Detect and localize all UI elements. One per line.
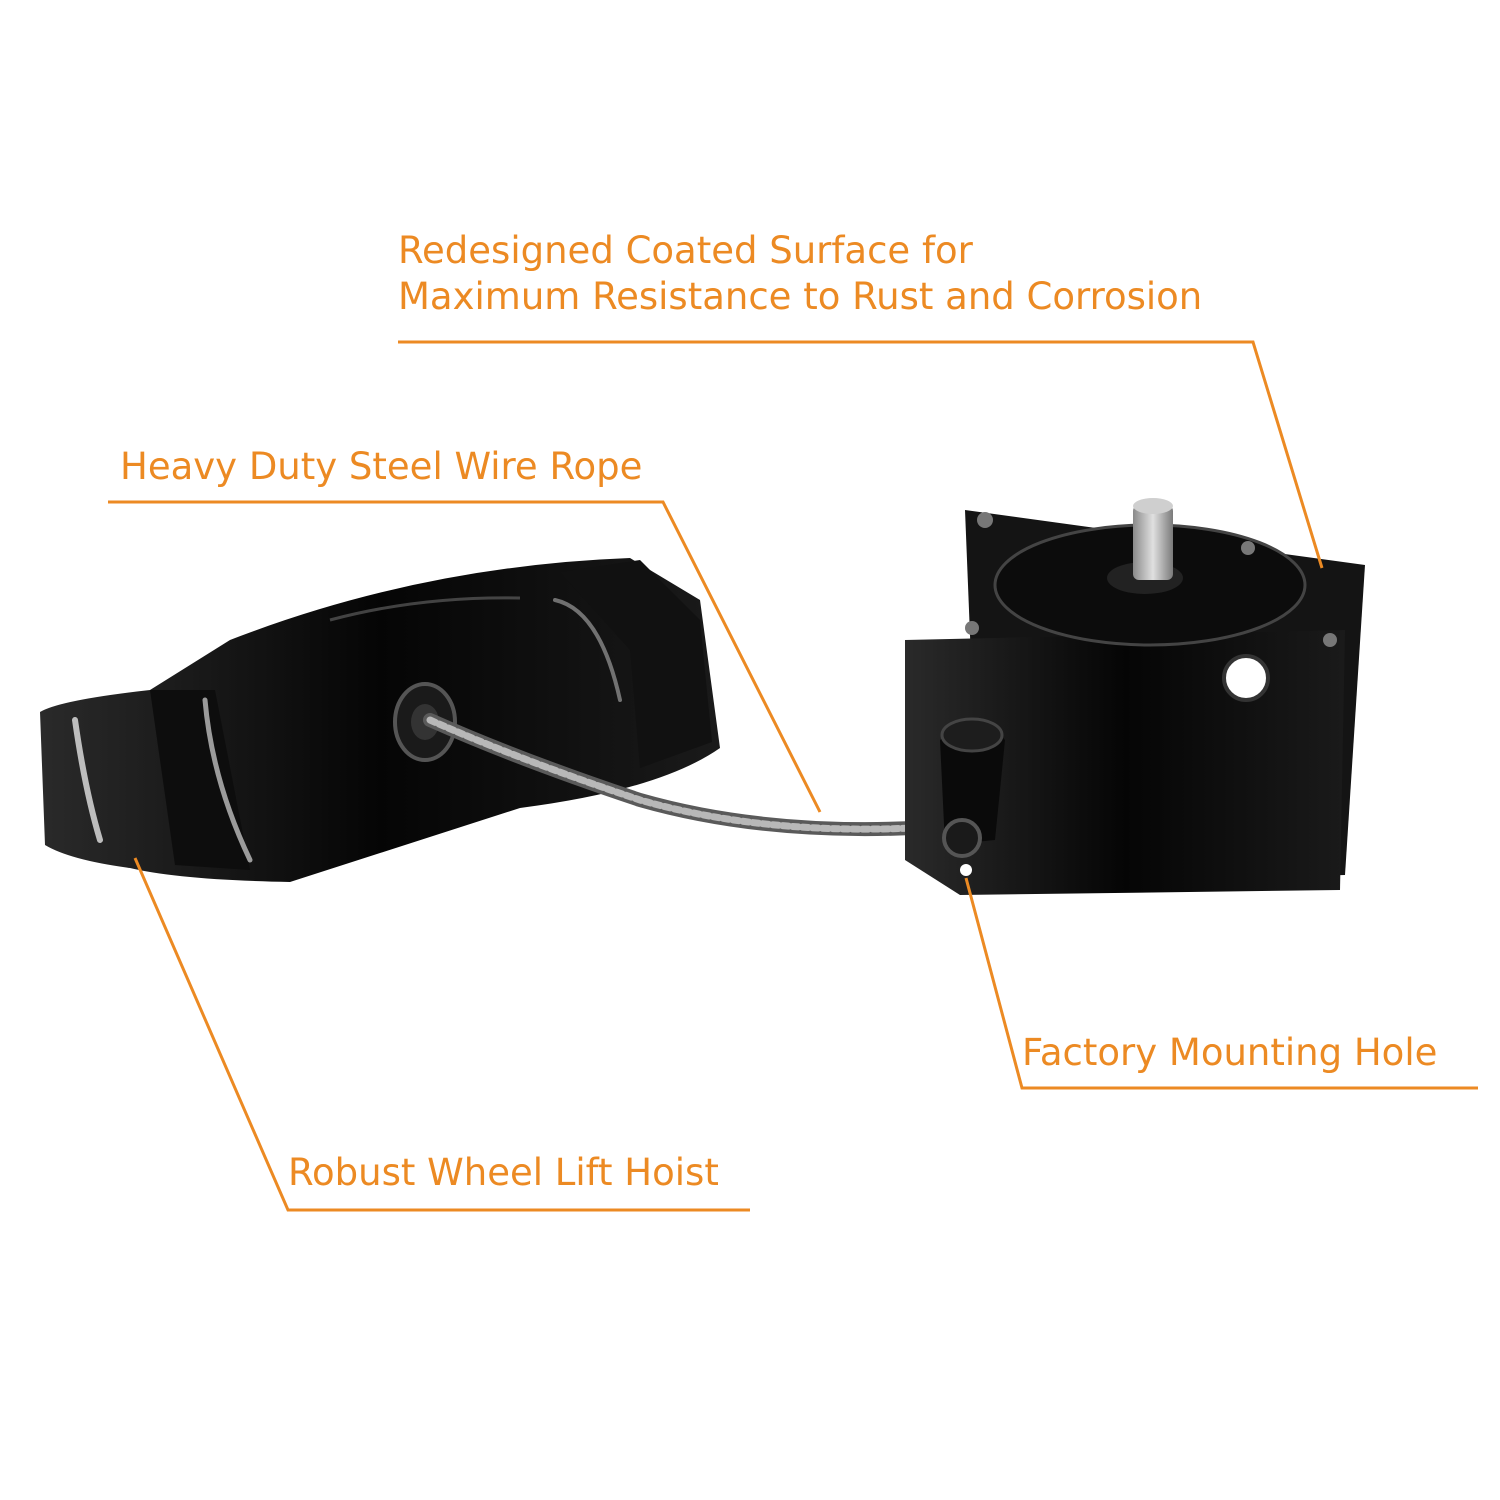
callout-coated-surface-line2: Maximum Resistance to Rust and Corrosion bbox=[398, 275, 1203, 318]
leader-line-hole bbox=[964, 877, 1478, 1090]
callout-coated-surface-line1: Redesigned Coated Surface for bbox=[398, 229, 973, 272]
winch-assembly bbox=[905, 498, 1365, 895]
callout-coated-surface: Redesigned Coated Surface for Maximum Re… bbox=[398, 228, 1202, 320]
callout-mounting-hole: Factory Mounting Hole bbox=[1022, 1031, 1438, 1074]
callout-wheel-lift-hoist: Robust Wheel Lift Hoist bbox=[288, 1151, 719, 1194]
leader-line-hoist bbox=[133, 857, 750, 1212]
leader-lines bbox=[108, 340, 1478, 1212]
leader-line-rope bbox=[108, 500, 822, 813]
callout-wire-rope: Heavy Duty Steel Wire Rope bbox=[120, 445, 643, 488]
steel-wire-rope bbox=[423, 713, 967, 837]
wheel-lift-hoist bbox=[40, 558, 720, 882]
leader-line-surface bbox=[398, 340, 1324, 569]
